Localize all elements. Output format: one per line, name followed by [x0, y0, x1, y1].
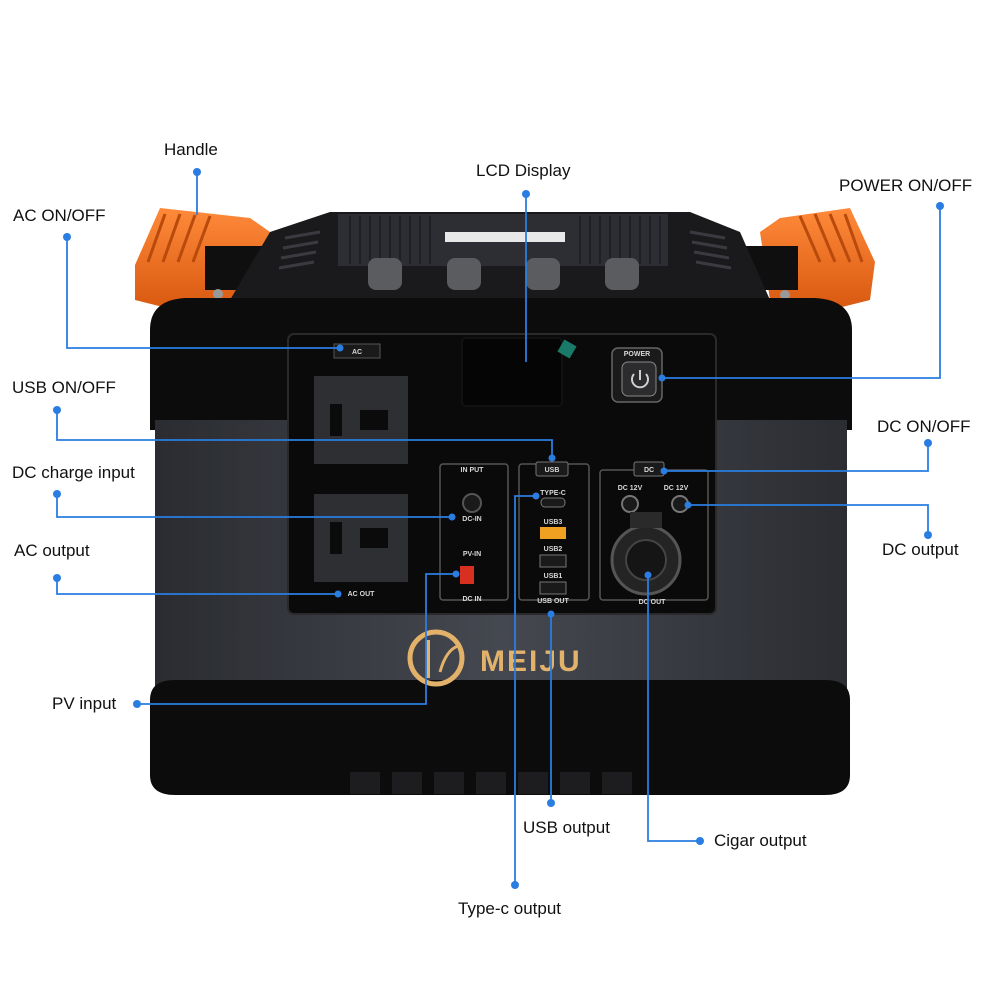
top-lid: [230, 212, 770, 300]
type-c-label: TYPE-C: [540, 490, 566, 497]
usb1-label: USB1: [544, 573, 563, 580]
power-icon: [631, 370, 649, 389]
callout-ac-output: AC output: [14, 541, 90, 560]
callout-cigar-output: Cigar output: [714, 831, 807, 850]
usb2-label: USB2: [544, 546, 563, 553]
dc-out-label: DC OUT: [639, 599, 667, 606]
pv-connector: [460, 566, 474, 584]
callout-type-c-output: Type-c output: [458, 899, 562, 918]
callout-dc-output: DC output: [882, 540, 959, 559]
input-label: IN PUT: [461, 467, 485, 474]
pv-in-label: PV-IN: [463, 551, 481, 558]
callout-dc-charge-input: DC charge input: [12, 463, 135, 482]
ac-button-label: AC: [352, 349, 362, 356]
callout-usb-output: USB output: [523, 818, 610, 837]
dc-in-label: DC-IN: [462, 516, 481, 523]
lcd-display: [461, 337, 563, 407]
brand-logo: MEIJU: [407, 629, 582, 687]
callout-dc-on-off: DC ON/OFF: [877, 417, 971, 436]
ac-out-label: AC OUT: [348, 591, 376, 598]
callout-handle: Handle: [164, 140, 218, 159]
usb-button-label: USB: [545, 467, 560, 474]
panel-labels: AC POWER USB DC IN PUT DC-IN PV-IN DC IN…: [348, 349, 689, 606]
front-panel: [287, 333, 717, 615]
usb-button: [535, 461, 569, 477]
dc-12v-right-label: DC 12V: [664, 485, 689, 492]
callout-lines: [56, 172, 941, 885]
dc-12v-left-label: DC 12V: [618, 485, 643, 492]
dc-button-label: DC: [644, 467, 654, 474]
callout-usb-on-off: USB ON/OFF: [12, 378, 116, 397]
usb3-port: [540, 527, 566, 539]
usb-out-label: USB OUT: [537, 598, 569, 605]
power-label: POWER: [624, 351, 650, 358]
dc-in-bottom-label: DC IN: [462, 596, 481, 603]
callout-pv-input: PV input: [52, 694, 117, 713]
callout-dots: [53, 168, 944, 889]
callout-power-on-off: POWER ON/OFF: [839, 176, 973, 195]
callout-lcd-display: LCD Display: [476, 161, 571, 180]
callout-ac-on-off: AC ON/OFF: [13, 206, 106, 225]
ac-button: [333, 343, 381, 359]
usb3-label: USB3: [544, 519, 563, 526]
logo-text: MEIJU: [480, 645, 582, 678]
